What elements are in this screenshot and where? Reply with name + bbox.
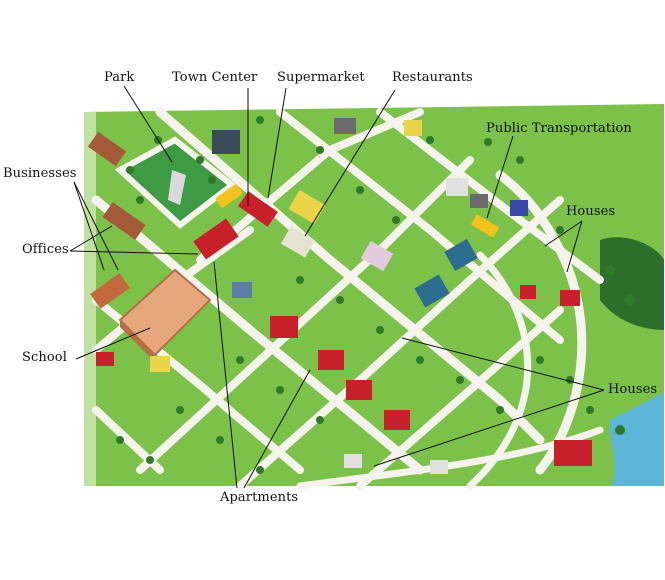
offices-label: Offices (22, 242, 69, 257)
school-label: School (22, 350, 67, 365)
trees (116, 116, 635, 474)
bus-icons (215, 184, 499, 237)
park-area (114, 136, 237, 229)
businesses-label: Businesses (3, 166, 77, 181)
water (609, 392, 664, 486)
restaurants-label: Restaurants (392, 70, 473, 85)
leader-lines (69, 85, 605, 489)
forest (600, 237, 664, 330)
apartments-label: Apartments (220, 490, 299, 505)
houses-top-label: Houses (566, 204, 616, 219)
school-building (118, 268, 212, 362)
supermarket-label: Supermarket (277, 70, 365, 85)
houses-bottom-label: Houses (608, 382, 658, 397)
town-center-label: Town Center (172, 70, 258, 85)
map-edge-fade-left (84, 112, 96, 486)
park-label: Park (104, 70, 135, 85)
public-transportation-label: Public Transportation (486, 121, 632, 136)
